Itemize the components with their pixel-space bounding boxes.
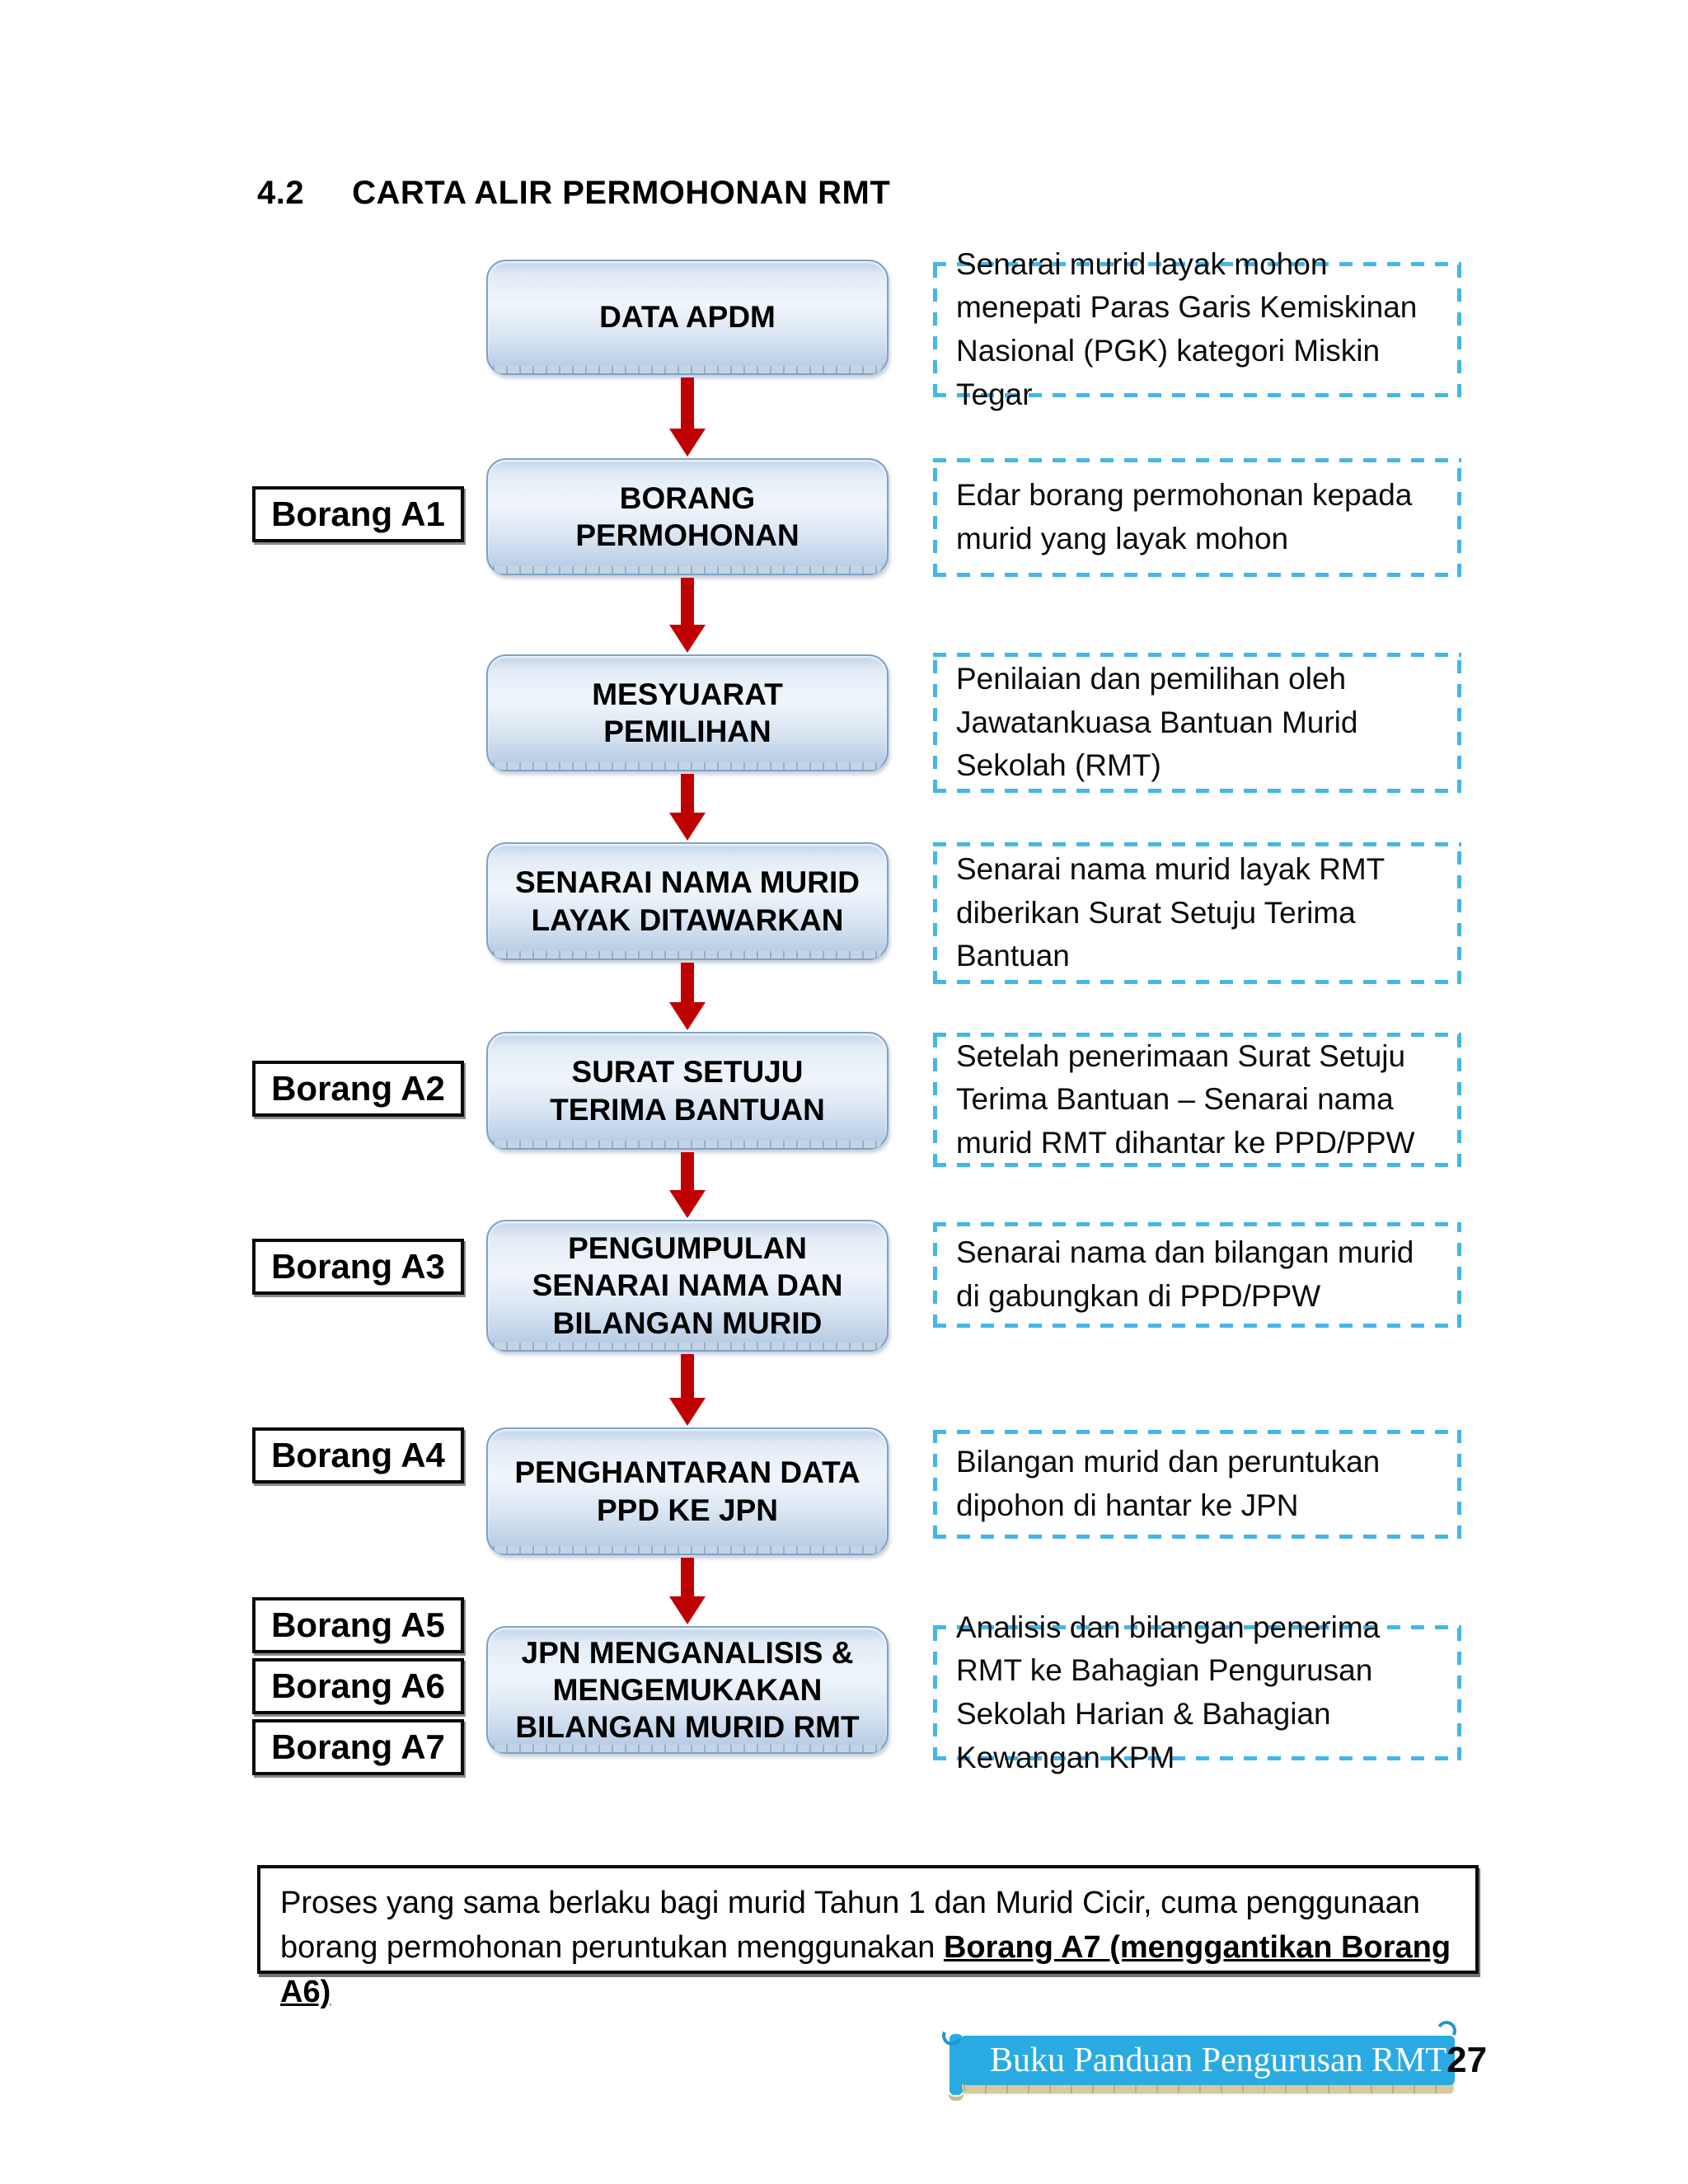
description-text: Senarai nama dan bilangan murid di gabun…: [956, 1235, 1414, 1313]
book-title: Buku Panduan Pengurusan RMT: [990, 2041, 1447, 2079]
flow-step-box-penghantaran-data: PENGHANTARAN DATA PPD KE JPN: [486, 1427, 889, 1555]
page-title: CARTA ALIR PERMOHONAN RMT: [352, 175, 891, 211]
note-box: Proses yang sama berlaku bagi murid Tahu…: [257, 1865, 1479, 2009]
flow-arrow-down-icon: [669, 1558, 706, 1624]
borang-label-text: Borang A7: [271, 1727, 445, 1766]
flow-arrow-down-icon: [669, 774, 706, 841]
flow-step-text: PENGHANTARAN DATA PPD KE JPN: [514, 1455, 860, 1527]
flow-step-box-jpn-menganalisis: JPN MENGANALISIS & MENGEMUKAKAN BILANGAN…: [486, 1626, 889, 1754]
borang-label-text: Borang A5: [271, 1605, 445, 1644]
description-text: Analisis dan bilangan penerima RMT ke Ba…: [956, 1610, 1381, 1774]
flow-arrow-down-icon: [669, 377, 706, 457]
footer-banner: Buku Panduan Pengurusan RMT 27: [939, 2018, 1487, 2093]
flow-step-text: PENGUMPULAN SENARAI NAMA DAN BILANGAN MU…: [532, 1231, 843, 1340]
flow-step-description: Analisis dan bilangan penerima RMT ke Ba…: [933, 1610, 1461, 1774]
flow-step-description: Bilangan murid dan peruntukan dipohon di…: [933, 1430, 1461, 1539]
borang-label-text: Borang A2: [271, 1069, 445, 1108]
flow-step-box-borang-permohonan: BORANG PERMOHONAN: [486, 458, 889, 575]
borang-label-a5: Borang A5: [252, 1597, 464, 1653]
borang-label-a3: Borang A3: [252, 1239, 464, 1295]
description-text: Senarai murid layak mohon menepati Paras…: [956, 246, 1418, 411]
flow-step-box-data-apdm: DATA APDM: [486, 260, 889, 375]
section-heading: 4.2 CARTA ALIR PERMOHONAN RMT: [257, 175, 890, 212]
description-text: Setelah penerimaan Surat Setuju Terima B…: [956, 1038, 1415, 1160]
section-number: 4.2: [257, 175, 305, 211]
flow-step-text: BORANG PERMOHONAN: [575, 480, 799, 552]
flow-step-box-senarai-nama-murid: SENARAI NAMA MURID LAYAK DITAWARKAN: [486, 842, 889, 960]
borang-label-text: Borang A4: [271, 1436, 445, 1474]
flow-step-description: Senarai murid layak mohon menepati Paras…: [933, 247, 1461, 411]
flow-step-description: Setelah penerimaan Surat Setuju Terima B…: [933, 1033, 1461, 1167]
borang-label-a1: Borang A1: [252, 486, 464, 542]
borang-label-a4: Borang A4: [252, 1427, 464, 1483]
flow-step-description: Edar borang permohonan kepada murid yang…: [933, 458, 1461, 577]
flow-step-text: SENARAI NAMA MURID LAYAK DITAWARKAN: [515, 865, 860, 937]
note-emphasized-text: Borang A7 (menggantikan Borang A6): [280, 1929, 1451, 2009]
flow-step-text: MESYUARAT PEMILIHAN: [592, 677, 783, 748]
flow-step-description: Senarai nama murid layak RMT diberikan S…: [933, 842, 1461, 984]
borang-label-a7: Borang A7: [252, 1719, 464, 1775]
borang-label-text: Borang A3: [271, 1247, 445, 1286]
borang-label-text: Borang A1: [271, 494, 445, 533]
description-text: Bilangan murid dan peruntukan dipohon di…: [956, 1445, 1381, 1522]
flow-step-text: SURAT SETUJU TERIMA BANTUAN: [550, 1055, 825, 1127]
flow-step-description: Penilaian dan pemilihan oleh Jawatankuas…: [933, 653, 1461, 793]
description-text: Edar borang permohonan kepada murid yang…: [956, 478, 1413, 555]
flow-step-box-pengumpulan-senarai: PENGUMPULAN SENARAI NAMA DAN BILANGAN MU…: [486, 1220, 889, 1352]
flow-arrow-down-icon: [669, 1152, 706, 1218]
flow-step-box-mesyuarat-pemilihan: MESYUARAT PEMILIHAN: [486, 654, 889, 771]
page-number: 27: [1447, 2040, 1488, 2080]
flow-arrow-down-icon: [669, 578, 706, 653]
flow-arrow-down-icon: [669, 1354, 706, 1426]
ribbon-curl-icon: [939, 2022, 965, 2049]
flow-step-description: Senarai nama dan bilangan murid di gabun…: [933, 1222, 1461, 1328]
flow-step-box-surat-setuju: SURAT SETUJU TERIMA BANTUAN: [486, 1032, 889, 1150]
flow-step-text: JPN MENGANALISIS & MENGEMUKAKAN BILANGAN…: [515, 1635, 860, 1745]
flow-step-text: DATA APDM: [599, 300, 776, 335]
borang-label-text: Borang A6: [271, 1666, 445, 1705]
description-text: Penilaian dan pemilihan oleh Jawatankuas…: [956, 662, 1358, 783]
borang-label-a6: Borang A6: [252, 1658, 464, 1714]
flow-arrow-down-icon: [669, 963, 706, 1030]
borang-label-a2: Borang A2: [252, 1061, 464, 1117]
description-text: Senarai nama murid layak RMT diberikan S…: [956, 852, 1385, 973]
note-text: Proses yang sama berlaku bagi murid Tahu…: [280, 1886, 1420, 1965]
